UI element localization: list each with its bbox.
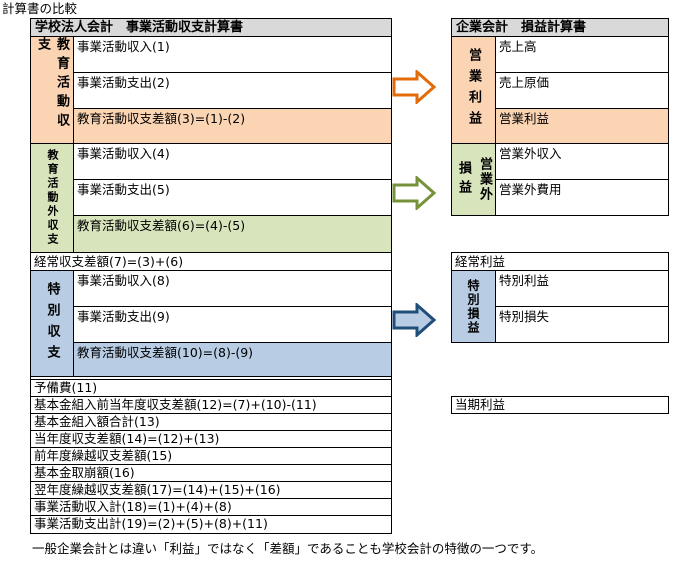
education-section-label: 教育活動収支 bbox=[30, 36, 74, 144]
non-education-income: 事業活動収入(4) bbox=[73, 143, 392, 180]
summary-row: 当年度収支差額(14)=(12)+(13) bbox=[30, 430, 392, 448]
school-statement-header: 学校法人会計 事業活動収支計算書 bbox=[30, 18, 392, 37]
cost-of-sales: 売上原価 bbox=[495, 72, 669, 109]
footer-note: 一般企業会計とは違い「利益」ではなく「差額」であることも学校会計の特徴の一つです… bbox=[32, 541, 544, 556]
company-statement-header: 企業会計 損益計算書 bbox=[451, 18, 669, 37]
non-operating-outer-label: 損益 bbox=[451, 143, 475, 216]
page-title: 計算書の比較 bbox=[2, 1, 78, 16]
summary-row: 翌年度繰越収支差額(17)=(14)+(15)+(16) bbox=[30, 481, 392, 499]
summary-row: 基本金組入前当年度収支差額(12)=(7)+(10)-(11) bbox=[30, 396, 392, 414]
net-income: 当期利益 bbox=[451, 396, 669, 414]
education-balance: 教育活動収支差額(3)=(1)-(2) bbox=[73, 108, 392, 144]
education-income: 事業活動収入(1) bbox=[73, 36, 392, 73]
non-education-balance: 教育活動収支差額(6)=(4)-(5) bbox=[73, 215, 392, 253]
special-balance: 教育活動収支差額(10)=(8)-(9) bbox=[73, 342, 392, 377]
ordinary-profit: 経常利益 bbox=[451, 252, 669, 271]
sales: 売上高 bbox=[495, 36, 669, 73]
summary-row: 基本金組入額合計(13) bbox=[30, 413, 392, 431]
arrow-right-icon bbox=[392, 70, 436, 104]
extraordinary-loss: 特別損失 bbox=[495, 306, 669, 343]
summary-row: 事業活動収入計(18)=(1)+(4)+(8) bbox=[30, 498, 392, 516]
extraordinary-section-label: 特別損益 bbox=[451, 270, 496, 343]
arrow-right-icon bbox=[392, 303, 436, 337]
special-income: 事業活動収入(8) bbox=[73, 270, 392, 307]
summary-row: 予備費(11) bbox=[30, 379, 392, 397]
arrow-right-icon bbox=[392, 176, 436, 210]
operating-profit: 営業利益 bbox=[495, 108, 669, 144]
extraordinary-gain: 特別利益 bbox=[495, 270, 669, 307]
summary-row: 基本金取崩額(16) bbox=[30, 464, 392, 482]
education-expense: 事業活動支出(2) bbox=[73, 72, 392, 109]
non-education-section-label: 教育活動外収支 bbox=[30, 143, 74, 253]
summary-row: 事業活動支出計(19)=(2)+(5)+(8)+(11) bbox=[30, 515, 392, 534]
special-section-label: 特別収支 bbox=[30, 270, 74, 377]
non-education-expense: 事業活動支出(5) bbox=[73, 179, 392, 216]
summary-row: 前年度繰越収支差額(15) bbox=[30, 447, 392, 465]
non-operating-income: 営業外収入 bbox=[495, 143, 669, 180]
ordinary-balance: 経常収支差額(7)=(3)+(6) bbox=[30, 252, 392, 271]
non-operating-inner-label: 営業外 bbox=[474, 143, 496, 216]
special-expense: 事業活動支出(9) bbox=[73, 306, 392, 343]
operating-section-label: 営業利益 bbox=[451, 36, 496, 144]
non-operating-expense: 営業外費用 bbox=[495, 179, 669, 216]
